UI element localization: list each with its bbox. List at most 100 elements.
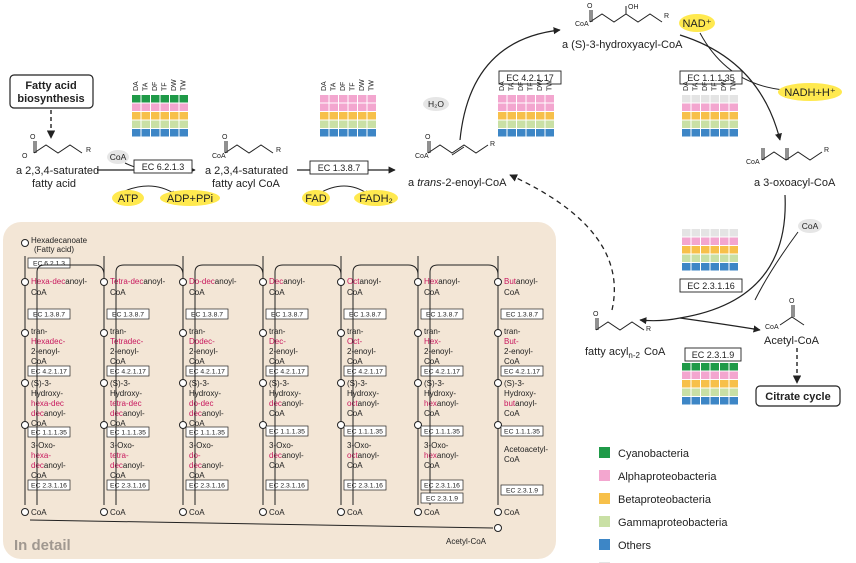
detail-acyl-name: Do-decanoyl-	[189, 277, 237, 286]
h2o-label: H₂O	[428, 99, 444, 109]
detail-ec-1-1-1-35	[265, 425, 309, 437]
detail-enoyl-hl: Dodec-	[189, 337, 215, 346]
detail-enoyl-b: 2-enoyl-	[504, 347, 533, 356]
heatmap-cell	[682, 112, 691, 120]
heatmap-cell	[710, 371, 719, 379]
citrate-cycle-label: Citrate cycle	[765, 391, 830, 403]
enoyl-o-label: O	[425, 134, 431, 141]
heatmap-cell	[729, 95, 738, 103]
heatmap-cell	[720, 229, 729, 237]
heatmap-cell	[720, 380, 729, 388]
heatmap-cell	[367, 112, 376, 120]
heatmap-cell	[710, 129, 719, 137]
heatmap-col-label: TW	[181, 80, 188, 91]
detail-ec-1-3-8-7	[106, 308, 150, 320]
detail-enoyl-c: CoA	[347, 357, 363, 366]
heatmap-cell	[358, 103, 367, 111]
heatmap-cell	[329, 103, 338, 111]
heatmap-col-label: TF	[350, 82, 357, 91]
heatmap-cell	[710, 397, 719, 405]
heatmap-cell	[507, 95, 516, 103]
heatmap-cell	[729, 371, 738, 379]
detail-enoyl-hl: Oct-	[347, 337, 362, 346]
oxoacyl-structure	[761, 148, 823, 161]
heatmap-cell	[526, 129, 535, 137]
heatmap-cell	[682, 371, 691, 379]
detail-ec-4-2-1-17-text: EC 4.2.1.17	[347, 369, 383, 376]
legend-swatch	[599, 516, 610, 527]
heatmap-cell	[691, 371, 700, 379]
detail-hyd-c: decanoyl-	[110, 409, 145, 418]
detail-enoyl-a: tran-	[110, 327, 127, 336]
acetyl-coa-label: Acetyl-CoA	[764, 335, 820, 347]
heatmap-cell	[320, 120, 329, 128]
heatmap-cell	[682, 246, 691, 254]
detail-hyd-hl: butanoyl-	[504, 399, 537, 408]
detail-ec-1-1-1-35	[500, 425, 544, 437]
detail-coa: CoA	[424, 508, 440, 517]
heatmap-cell	[720, 388, 729, 396]
heatmap-cell	[348, 112, 357, 120]
detail-ec-2-3-1-9-text: EC 2.3.1.9	[426, 496, 458, 503]
detail-ec-2-3-1-16-text: EC 2.3.1.16	[31, 483, 67, 490]
heatmap-cell	[320, 129, 329, 137]
detail-ec-2-3-1-16	[420, 479, 464, 491]
heatmap-cell	[691, 397, 700, 405]
detail-oxo-c: CoA	[269, 461, 285, 470]
legend-swatch	[599, 539, 610, 550]
detail-hyd-d: CoA	[504, 409, 520, 418]
detail-hyd-a: (S)-3-	[347, 379, 368, 388]
heatmap-cell	[691, 129, 700, 137]
fatty-acid-paren: (Fatty acid)	[34, 245, 74, 254]
heatmap-cell	[701, 388, 710, 396]
heatmap-cell	[179, 112, 188, 120]
detail-enoyl-hl: Tetradec-	[110, 337, 144, 346]
heatmap-cell	[320, 95, 329, 103]
hydroxy-r-label: R	[664, 13, 669, 20]
heatmap-cell	[720, 120, 729, 128]
heatmap-cell	[720, 397, 729, 405]
heatmap-cell	[720, 112, 729, 120]
heatmap-cell	[710, 380, 719, 388]
detail-coa: CoA	[110, 508, 126, 517]
detail-oxo-c: CoA	[31, 471, 47, 480]
acetyl-o-label: O	[789, 298, 795, 305]
heatmap-cell	[141, 103, 150, 111]
detail-oxo-b: hexanoyl-	[424, 451, 459, 460]
heatmap-cell	[720, 263, 729, 271]
detail-oxo-c: CoA	[347, 461, 363, 470]
detail-ec-1-3-8-7	[420, 308, 464, 320]
detail-acyl-coa: CoA	[269, 288, 285, 297]
detail-enoyl-c: CoA	[269, 357, 285, 366]
detail-hyd-b: Hydroxy-	[189, 389, 221, 398]
nad-label: NAD⁺	[682, 18, 711, 30]
detail-acyl-coa: CoA	[424, 288, 440, 297]
heatmap-cell	[710, 229, 719, 237]
detail-hyd-a: (S)-3-	[189, 379, 210, 388]
heatmap-cell	[729, 397, 738, 405]
heatmap-cell	[729, 103, 738, 111]
detail-oxo-a: 3-Oxo-	[31, 441, 56, 450]
detail-hyd-b: Hydroxy-	[269, 389, 301, 398]
detail-hyd-b: Hydroxy-	[347, 389, 379, 398]
detail-enoyl-b: 2-enoyl-	[347, 347, 376, 356]
heatmap-cell	[682, 229, 691, 237]
heatmap-cell	[691, 263, 700, 271]
heatmap-cell	[151, 129, 160, 137]
detail-hyd-hl: do-dec	[189, 399, 213, 408]
detail-enoyl-hl: Hexadec-	[31, 337, 66, 346]
heatmap-cell	[710, 363, 719, 371]
detail-acyl-name: Octanoyl-	[347, 277, 382, 286]
heatmap-cell	[160, 95, 169, 103]
heatmap-cell	[536, 120, 545, 128]
fatty-acyl-coa-structure	[224, 141, 274, 154]
detail-enoyl-b: 2-enoyl-	[424, 347, 453, 356]
legend-swatch	[599, 470, 610, 481]
heatmap-cell	[339, 112, 348, 120]
heatmap-col-label: DA	[321, 81, 328, 91]
detail-ec-1-3-8-7	[343, 308, 387, 320]
ec-6-2-1-3: EC 6.2.1.3	[142, 162, 185, 172]
heatmap-cell	[179, 95, 188, 103]
